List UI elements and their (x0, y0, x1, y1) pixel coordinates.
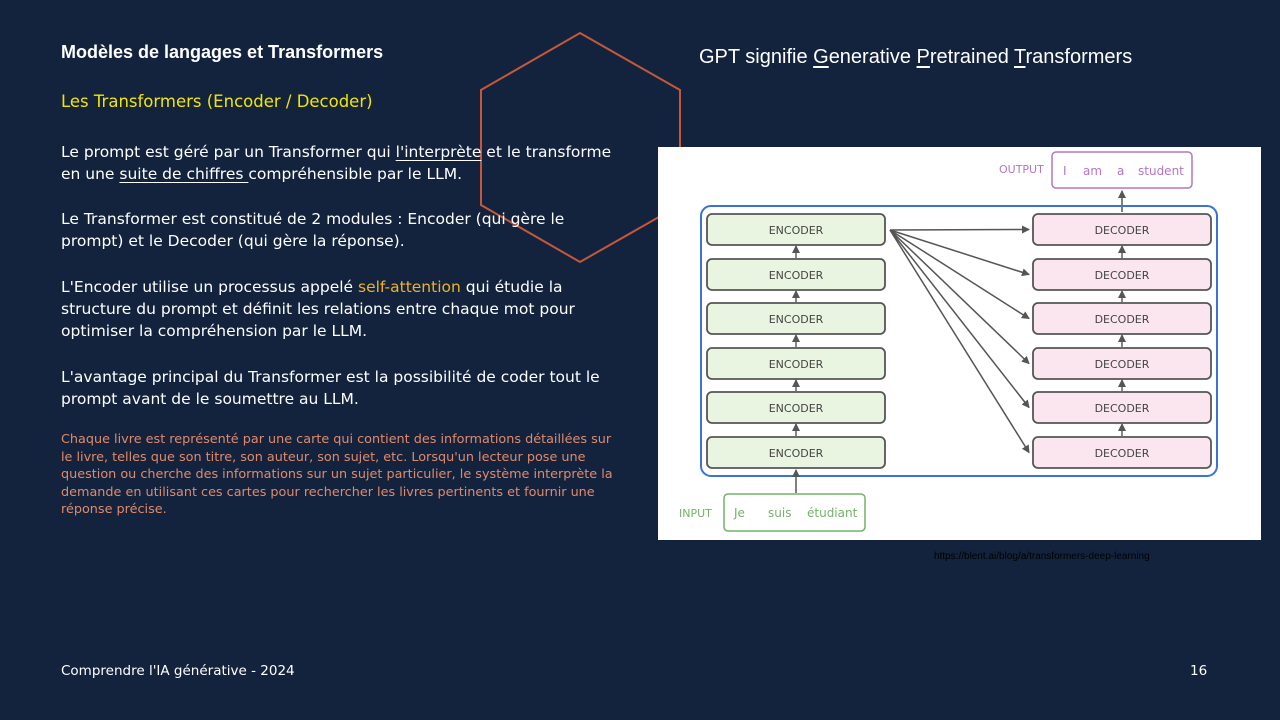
output-token: student (1138, 164, 1184, 178)
encoder-label: ENCODER (769, 402, 824, 415)
encoder-decoder-arrow (889, 229, 1030, 365)
slide-title: Modèles de langages et Transformers (61, 42, 384, 62)
transformer-diagram: OUTPUT I am a student ENCODER ENCODER ENCO… (658, 147, 1261, 540)
highlight-self-attention: self-attention (358, 278, 461, 296)
underlined-suite-chiffres: suite de chiffres (119, 165, 249, 183)
input-box (723, 493, 866, 532)
paragraph-modules: Le Transformer est constitué de 2 module… (61, 210, 565, 250)
decoder-block (1032, 436, 1212, 469)
decorative-hexagon (480, 31, 681, 264)
output-token: am (1083, 164, 1102, 178)
input-token: Je (733, 506, 745, 520)
output-label: OUTPUT (999, 163, 1044, 176)
encoder-label: ENCODER (769, 269, 824, 282)
input-label: INPUT (679, 507, 712, 520)
encoder-decoder-arrow (889, 229, 1030, 409)
section-subtitle: Les Transformers (Encoder / Decoder) (61, 92, 373, 111)
underlined-interprete: l'interprète (395, 143, 482, 161)
encoder-label: ENCODER (769, 358, 824, 371)
encoder-decoder-arrow (889, 225, 1030, 234)
decoder-label: DECODER (1095, 358, 1150, 371)
output-token: a (1117, 164, 1124, 178)
encoder-decoder-arrow (889, 229, 1030, 277)
transformer-container (700, 205, 1218, 477)
footer-text: Comprendre l'IA générative - 2024 (61, 663, 295, 679)
output-token: I (1063, 164, 1067, 178)
gpt-heading: GPT signifie Generative Pretrained Trans… (699, 46, 1133, 68)
decoder-label: DECODER (1095, 269, 1150, 282)
encoder-label: ENCODER (769, 313, 824, 326)
paragraph-advantage: L'avantage principal du Transformer est … (61, 368, 600, 408)
source-link[interactable]: https://blent.ai/blog/a/transformers-dee… (934, 551, 1150, 562)
encoder-decoder-arrow (889, 229, 1030, 320)
encoder-block (706, 436, 886, 469)
note-text: Chaque livre est représenté par une cart… (61, 432, 613, 518)
paragraph-self-attention: L'Encoder utilise un processus appelé se… (61, 278, 575, 340)
decoder-label: DECODER (1095, 313, 1150, 326)
paragraph-prompt-interpretation: Le prompt est géré par un Transformer qu… (61, 143, 612, 183)
encoder-label: ENCODER (769, 224, 824, 237)
output-box (1051, 151, 1193, 189)
encoder-label: ENCODER (769, 447, 824, 460)
encoder-decoder-arrow (889, 229, 1030, 454)
input-token: étudiant (807, 506, 858, 520)
decoder-label: DECODER (1095, 402, 1150, 415)
decoder-label: DECODER (1095, 224, 1150, 237)
input-token: suis (768, 506, 791, 520)
decoder-label: DECODER (1095, 447, 1150, 460)
page-number: 16 (1190, 663, 1208, 679)
